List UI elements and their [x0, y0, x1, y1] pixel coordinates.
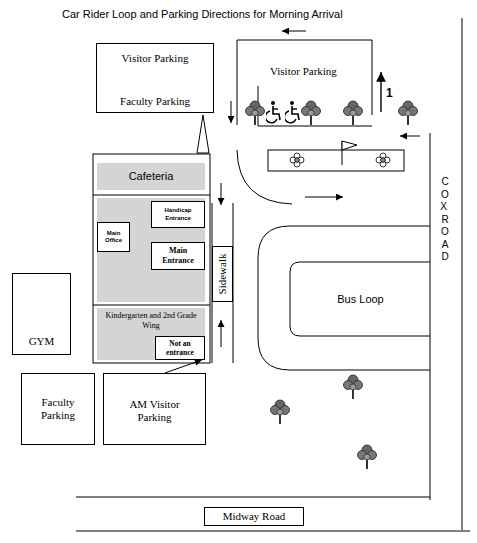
handicap-symbol — [265, 101, 280, 123]
building-wall — [93, 195, 210, 196]
warning-box: Not an entrance — [155, 336, 205, 360]
gym-building: GYM — [12, 273, 71, 355]
tree-icon — [358, 445, 377, 469]
flag-island — [268, 150, 404, 171]
flow-arrow — [282, 31, 306, 32]
node-text: Visitor Parking — [122, 52, 189, 65]
node-text: GYM — [29, 335, 55, 348]
flow-arrow — [231, 101, 232, 123]
node-text: Faculty Parking — [25, 396, 91, 422]
flag — [342, 141, 357, 150]
node-text: Not an entrance — [157, 339, 203, 357]
road-sign: Midway Road — [204, 507, 304, 526]
lot-label: Visitor Parking — [270, 65, 337, 78]
node-text: Sidewalk — [216, 254, 229, 295]
road-edge — [462, 18, 463, 530]
node-text: Bus Loop — [337, 293, 383, 306]
lot-edge — [237, 40, 372, 41]
node-text: Cafeteria — [129, 170, 174, 183]
school-building — [93, 154, 210, 363]
road-name: COX ROAD — [440, 176, 450, 264]
lot-edge — [258, 126, 372, 127]
sidewalk-strip: Sidewalk — [212, 246, 233, 302]
cafeteria-band: Cafeteria — [97, 163, 205, 190]
bus-loop: Bus Loop — [291, 263, 430, 336]
landscape-icons — [246, 101, 418, 469]
node-text: Handicap Entrance — [153, 207, 203, 221]
entrance-box: Main Entrance — [151, 242, 205, 270]
map-title: Car Rider Loop and Parking Directions fo… — [62, 8, 343, 21]
node-text: Main Office — [99, 230, 128, 244]
flow-arrow — [221, 320, 222, 347]
entrance-box: Handicap Entrance — [151, 201, 205, 228]
flow-arrow — [305, 197, 343, 198]
node-text: Kindergarten and 2nd Grade Wing — [101, 311, 201, 330]
tree-icon — [271, 400, 290, 424]
parking-box: AM Visitor Parking — [103, 373, 206, 445]
flow-arrow — [221, 183, 222, 205]
drive-curve — [237, 150, 292, 204]
parking-box: Visitor ParkingFaculty Parking — [96, 43, 214, 113]
road-edge — [76, 497, 430, 498]
office-box: Main Office — [97, 222, 130, 252]
bus-loop-inner — [290, 262, 430, 336]
node-text: Midway Road — [223, 510, 286, 523]
flower-icon — [376, 153, 390, 167]
tree-icon — [246, 101, 265, 125]
node-text: Main Entrance — [153, 246, 203, 265]
handicap-symbol — [284, 101, 299, 123]
flow-arrow — [400, 136, 420, 137]
flower-icon — [290, 153, 304, 167]
flow-arrow — [380, 72, 381, 112]
office-area — [97, 198, 205, 302]
direction-arrow — [165, 360, 202, 373]
lot-edge — [372, 40, 373, 115]
node-text: AM Visitor Parking — [129, 398, 181, 424]
bus-loop-outer — [258, 226, 430, 370]
walkway-point — [197, 115, 209, 153]
tree-icon — [344, 375, 363, 399]
wing-area: Kindergarten and 2nd Grade WingNot an en… — [97, 308, 205, 360]
tree-icon — [302, 101, 321, 125]
tree-icon — [344, 101, 363, 125]
road-edge — [76, 531, 470, 532]
node-text: Faculty Parking — [120, 95, 190, 108]
callout-number: 1 — [386, 86, 393, 100]
tree-icon — [399, 101, 418, 125]
road-edge — [430, 133, 431, 500]
parking-box: Faculty Parking — [21, 373, 95, 445]
building-wall — [93, 305, 210, 306]
road-lines — [76, 18, 470, 531]
lot-edge — [237, 40, 238, 125]
